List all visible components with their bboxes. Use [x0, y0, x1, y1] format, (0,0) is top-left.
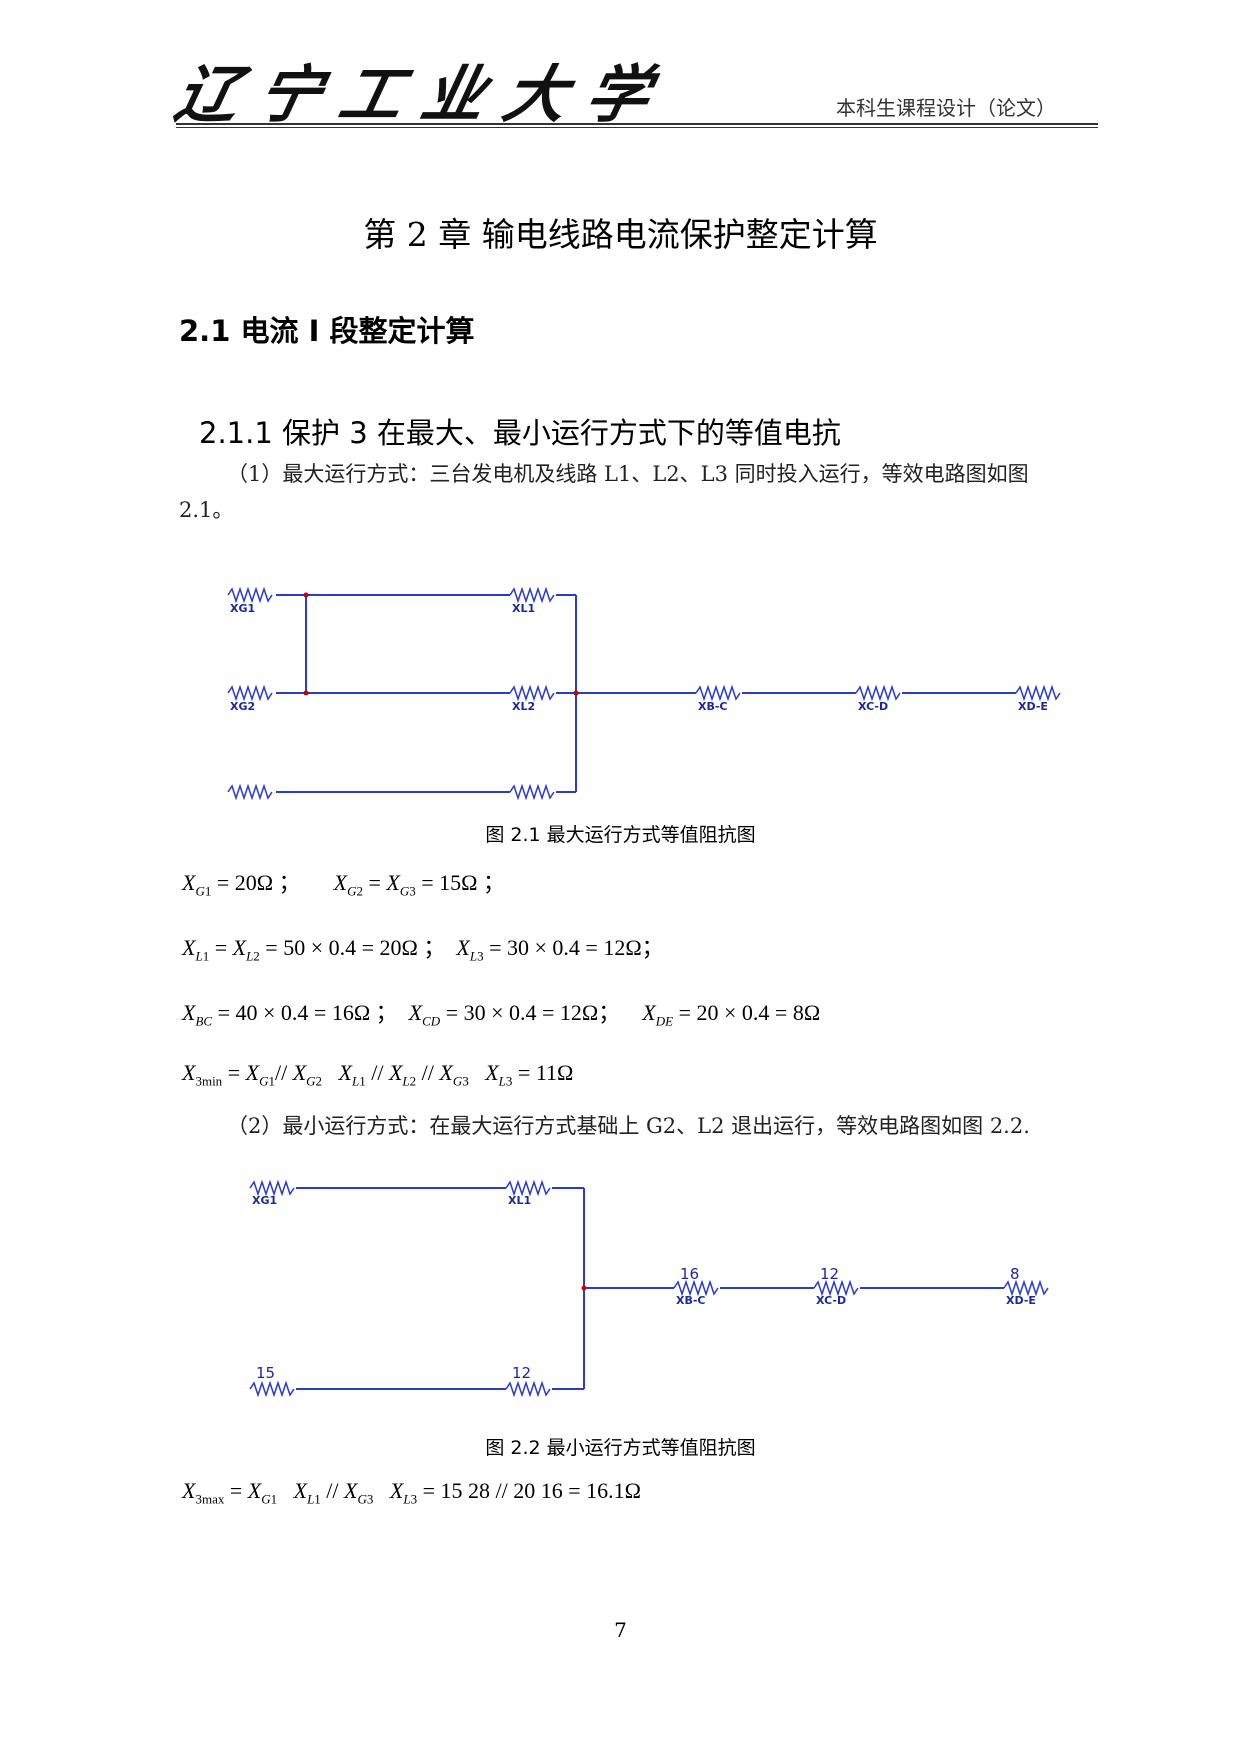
label-xbc: XB-C	[698, 700, 728, 713]
label2-xcd: XC-D	[816, 1294, 846, 1307]
equation-xbc-xcd-xde: XBC = 40 × 0.4 = 16Ω ； XCD = 30 × 0.4 = …	[182, 1000, 821, 1029]
label2-xg1: XG1	[252, 1194, 277, 1207]
figure-2-1-circuit: XG1 XL1 XG2 XL2 XB-C XC-D XD-E	[227, 588, 1061, 799]
figure-2-2-caption: 图 2.2 最小运行方式等值阻抗图	[485, 1437, 756, 1459]
figure-2-1-caption: 图 2.1 最大运行方式等值阻抗图	[485, 824, 756, 846]
equation-xg: XG1 = 20Ω ； XG2 = XG3 = 15Ω ；	[182, 870, 506, 899]
label-xg2: XG2	[230, 700, 255, 713]
label2-xbc: XB-C	[676, 1294, 706, 1307]
label-xg1: XG1	[230, 602, 255, 615]
label-xde: XD-E	[1018, 700, 1048, 713]
equation-x3max: X3max = XG1 XL1 // XG3 XL3 = 15 28 // 20…	[182, 1478, 641, 1507]
header-rule-thin	[176, 127, 1098, 128]
figure-2-2-circuit: XG1 XL1 XB-C XC-D XD-E 16 12 8 15 12	[249, 1181, 1049, 1396]
label-xl2: XL2	[512, 700, 535, 713]
label2-xl1: XL1	[508, 1194, 531, 1207]
equation-x3min: X3min = XG1// XG2 XL1 // XL2 // XG3 XL3 …	[182, 1060, 574, 1089]
section-title: 2.1 电流 I 段整定计算	[179, 314, 475, 348]
label-xcd: XC-D	[858, 700, 888, 713]
university-logo: 辽宁工业大学	[169, 58, 677, 131]
subsection-title: 2.1.1 保护 3 在最大、最小运行方式下的等值电抗	[199, 416, 841, 450]
label-xl1: XL1	[512, 602, 535, 615]
chapter-title: 第 2 章 输电线路电流保护整定计算	[363, 215, 878, 254]
label2-xde: XD-E	[1006, 1294, 1036, 1307]
header-rule	[176, 123, 1098, 125]
paragraph-max-mode: （1）最大运行方式：三台发电机及线路 L1、L2、L3 同时投入运行，等效电路图…	[179, 462, 1029, 522]
value-8: 8	[1010, 1265, 1020, 1283]
paragraph-min-mode: （2）最小运行方式：在最大运行方式基础上 G2、L2 退出运行，等效电路图如图 …	[227, 1114, 1030, 1138]
header-doc-type: 本科生课程设计（论文）	[836, 96, 1056, 120]
page-number: 7	[614, 1618, 627, 1642]
equation-xl: XL1 = XL2 = 50 × 0.4 = 20Ω ； XL3 = 30 × …	[182, 935, 664, 964]
value-12-bottom: 12	[512, 1364, 531, 1382]
value-12-cd: 12	[820, 1265, 839, 1283]
value-15: 15	[256, 1364, 275, 1382]
value-16: 16	[680, 1265, 699, 1283]
